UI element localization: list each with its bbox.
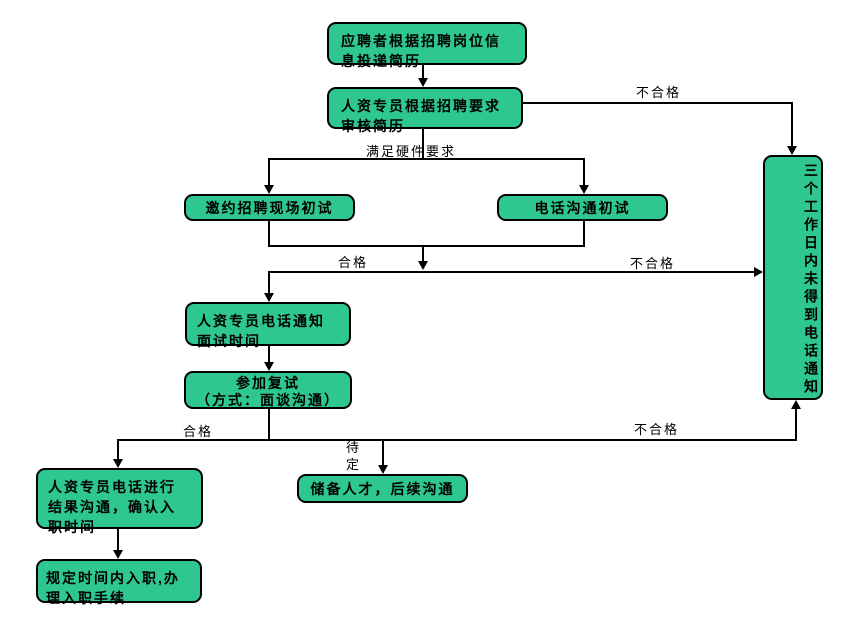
connector-merge-down	[422, 245, 424, 262]
node-review-resume: 人资专员根据招聘要求审核简历	[327, 87, 523, 134]
connector-onsite-down	[268, 221, 270, 247]
node-second-interview: 参加复试 （方式：面谈沟通）	[184, 371, 352, 409]
arrowhead-down-icon	[418, 78, 428, 87]
label-unqualified-mid: 不合格	[630, 256, 676, 271]
node-talent-pool: 储备人才，后续沟通	[297, 474, 468, 503]
arrowhead-down-icon	[418, 261, 428, 270]
label-meets-hardware-requirements: 满足硬件要求	[366, 144, 457, 159]
arrowhead-right-icon	[754, 267, 763, 277]
label-unqualified-top: 不合格	[636, 85, 682, 100]
node-result-communication: 人资专员电话进行结果沟通，确认入职时间	[36, 468, 203, 535]
connector-notify-to-second	[268, 346, 270, 363]
connector-review-down	[422, 129, 424, 160]
connector-merge-initial	[268, 245, 585, 247]
arrowhead-down-icon	[264, 293, 274, 302]
connector-to-phone	[583, 158, 585, 186]
connector-review-to-notice-v	[791, 102, 793, 148]
node-onsite-first-interview: 邀约招聘现场初试	[184, 194, 355, 221]
connector-result-split	[268, 271, 755, 273]
connector-phone-down	[583, 221, 585, 247]
connector-final-split	[117, 439, 797, 441]
connector-to-result	[117, 439, 119, 461]
label-unqualified-bottom: 不合格	[634, 422, 680, 437]
connector-to-onsite	[268, 158, 270, 186]
arrowhead-down-icon	[378, 465, 388, 474]
connector-to-notice-bottom	[795, 408, 797, 441]
arrowhead-down-icon	[264, 185, 274, 194]
connector-second-down	[268, 409, 270, 441]
node-phone-first-interview: 电话沟通初试	[497, 194, 668, 221]
arrowhead-down-icon	[113, 550, 123, 559]
node-submit-resume: 应聘者根据招聘岗位信息投递简历	[327, 22, 527, 69]
label-pending: 待定	[346, 440, 362, 472]
connector-review-to-notice-h	[523, 102, 793, 104]
label-qualified-mid: 合格	[338, 255, 369, 270]
arrowhead-down-icon	[787, 146, 797, 155]
arrowhead-up-icon	[791, 400, 801, 409]
connector-to-notify	[268, 271, 270, 295]
label-qualified-bottom: 合格	[183, 424, 214, 439]
connector-to-pool	[382, 439, 384, 467]
arrowhead-down-icon	[113, 459, 123, 468]
node-notify-interview-time: 人资专员电话通知面试时间	[185, 302, 351, 349]
connector-submit-to-review	[422, 64, 424, 80]
arrowhead-down-icon	[264, 362, 274, 371]
arrowhead-down-icon	[579, 185, 589, 194]
connector-split-initial	[268, 158, 585, 160]
connector-result-to-onboard	[117, 529, 119, 552]
node-onboarding: 规定时间内入职,办理入职手续	[36, 559, 202, 606]
node-no-phone-notice: 三个工作日内未得到电话通知	[763, 155, 823, 400]
